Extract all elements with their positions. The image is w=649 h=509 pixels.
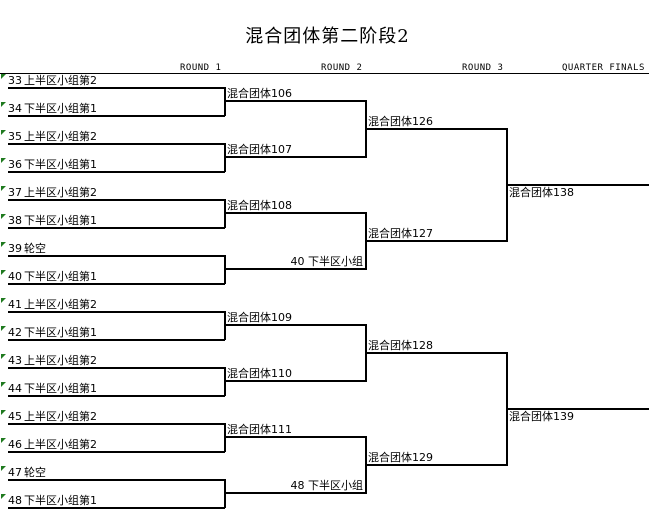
round-2-line bbox=[225, 380, 366, 382]
round-3-line bbox=[366, 128, 507, 130]
match-label[interactable]: 混合团体129 bbox=[368, 451, 433, 464]
match-label[interactable]: 混合团体111 bbox=[227, 423, 292, 436]
seed-flag-icon bbox=[1, 158, 6, 163]
entry-team-name: 上半区小组第2 bbox=[24, 74, 97, 87]
round-3-line bbox=[366, 464, 507, 466]
entry-seed-number: 33 bbox=[8, 74, 22, 87]
round-2-line bbox=[225, 268, 366, 270]
match-label[interactable]: 混合团体128 bbox=[368, 339, 433, 352]
seed-flag-icon bbox=[1, 326, 6, 331]
entry-seed-number: 37 bbox=[8, 186, 22, 199]
seed-flag-icon bbox=[1, 382, 6, 387]
entry-seed-number: 47 bbox=[8, 466, 22, 479]
entry-seed-number: 34 bbox=[8, 102, 22, 115]
match-label[interactable]: 混合团体108 bbox=[227, 199, 292, 212]
entry-team-name: 上半区小组第2 bbox=[24, 298, 97, 311]
entry-team-name: 下半区小组第1 bbox=[24, 214, 97, 227]
seed-flag-icon bbox=[1, 438, 6, 443]
bye-advance-label[interactable]: 40 下半区小组 bbox=[290, 255, 364, 268]
entry-team-name: 上半区小组第2 bbox=[24, 354, 97, 367]
seed-flag-icon bbox=[1, 130, 6, 135]
entry-seed-number: 41 bbox=[8, 298, 22, 311]
seed-flag-icon bbox=[1, 270, 6, 275]
entry-team-name: 轮空 bbox=[24, 466, 46, 479]
round-2-header: ROUND 2 bbox=[321, 63, 363, 73]
round-3-line bbox=[366, 352, 507, 354]
entry-seed-number: 46 bbox=[8, 438, 22, 451]
match-label[interactable]: 混合团体126 bbox=[368, 115, 433, 128]
entry-team-name: 下半区小组第1 bbox=[24, 326, 97, 339]
entry-team-name: 下半区小组第1 bbox=[24, 158, 97, 171]
entry-seed-number: 35 bbox=[8, 130, 22, 143]
match-label[interactable]: 混合团体107 bbox=[227, 143, 292, 156]
entry-team-name: 下半区小组第1 bbox=[24, 102, 97, 115]
entry-team-name: 上半区小组第2 bbox=[24, 130, 97, 143]
page-title: 混合团体第二阶段2 bbox=[245, 26, 410, 47]
entry-seed-number: 45 bbox=[8, 410, 22, 423]
match-label[interactable]: 混合团体127 bbox=[368, 227, 433, 240]
match-label[interactable]: 混合团体139 bbox=[509, 410, 574, 423]
entry-seed-number: 42 bbox=[8, 326, 22, 339]
round-2-line bbox=[225, 492, 366, 494]
round-2-line bbox=[225, 100, 366, 102]
seed-flag-icon bbox=[1, 242, 6, 247]
match-label[interactable]: 混合团体109 bbox=[227, 311, 292, 324]
entry-seed-number: 36 bbox=[8, 158, 22, 171]
quarter-final-line bbox=[507, 184, 649, 186]
round-1-header: ROUND 1 bbox=[180, 63, 222, 73]
entry-team-name: 上半区小组第2 bbox=[24, 438, 97, 451]
header-divider bbox=[0, 73, 649, 74]
seed-flag-icon bbox=[1, 354, 6, 359]
round-2-line bbox=[225, 212, 366, 214]
seed-flag-icon bbox=[1, 298, 6, 303]
quarter-final-line bbox=[507, 408, 649, 410]
seed-flag-icon bbox=[1, 466, 6, 471]
entry-seed-number: 40 bbox=[8, 270, 22, 283]
entry-team-name: 上半区小组第2 bbox=[24, 410, 97, 423]
bye-advance-label[interactable]: 48 下半区小组 bbox=[290, 479, 364, 492]
entry-team-name: 轮空 bbox=[24, 242, 46, 255]
seed-flag-icon bbox=[1, 410, 6, 415]
seed-flag-icon bbox=[1, 214, 6, 219]
entry-team-name: 下半区小组第1 bbox=[24, 382, 97, 395]
entry-seed-number: 38 bbox=[8, 214, 22, 227]
match-label[interactable]: 混合团体138 bbox=[509, 186, 574, 199]
round-3-header: ROUND 3 bbox=[462, 63, 504, 73]
quarter-finals-header: QUARTER FINALS bbox=[562, 63, 645, 73]
seed-flag-icon bbox=[1, 74, 6, 79]
entry-team-name: 下半区小组第1 bbox=[24, 270, 97, 283]
round-2-line bbox=[225, 156, 366, 158]
round-2-line bbox=[225, 436, 366, 438]
seed-flag-icon bbox=[1, 186, 6, 191]
entry-seed-number: 44 bbox=[8, 382, 22, 395]
round-2-line bbox=[225, 324, 366, 326]
seed-flag-icon bbox=[1, 494, 6, 499]
round-3-line bbox=[366, 240, 507, 242]
match-label[interactable]: 混合团体110 bbox=[227, 367, 292, 380]
entry-seed-number: 39 bbox=[8, 242, 22, 255]
entry-team-name: 上半区小组第2 bbox=[24, 186, 97, 199]
match-label[interactable]: 混合团体106 bbox=[227, 87, 292, 100]
seed-flag-icon bbox=[1, 102, 6, 107]
entry-seed-number: 43 bbox=[8, 354, 22, 367]
